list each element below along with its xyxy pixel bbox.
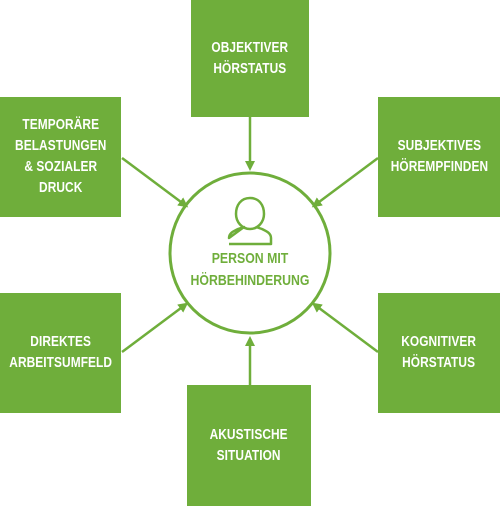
box-label: Akustische Situation [209,426,289,464]
center-circle [168,171,332,335]
box-label: Objektiver Hörstatus [211,39,289,77]
box-label: Subjektives Hörempfinden [390,138,488,175]
box-subjektives-hoerempfinden: Subjektives Hörempfinden [378,97,500,217]
box-label: Kognitiver Hörstatus [401,334,477,371]
arrow-bottom-left [121,302,189,354]
box-temporaere-belastungen: Temporäre Belastungen & sozialer Druck [0,97,121,217]
arrow-bottom-right [311,302,379,354]
box-direktes-arbeitsumfeld: Direktes Arbeitsumfeld [0,293,121,413]
arrow-top-left [121,156,189,208]
arrow-top-right [311,156,379,208]
box-label: Direktes Arbeitsumfeld [9,334,112,371]
person-icon [227,196,273,246]
center-label: Person mit Hörbehinderung [190,250,310,289]
box-kognitiver-hoerstatus: Kognitiver Hörstatus [378,293,500,413]
box-objektiver-hoerstatus: Objektiver Hörstatus [191,0,309,117]
box-akustische-situation: Akustische Situation [187,385,311,506]
box-label: Temporäre Belastungen & sozialer Druck [14,117,107,196]
